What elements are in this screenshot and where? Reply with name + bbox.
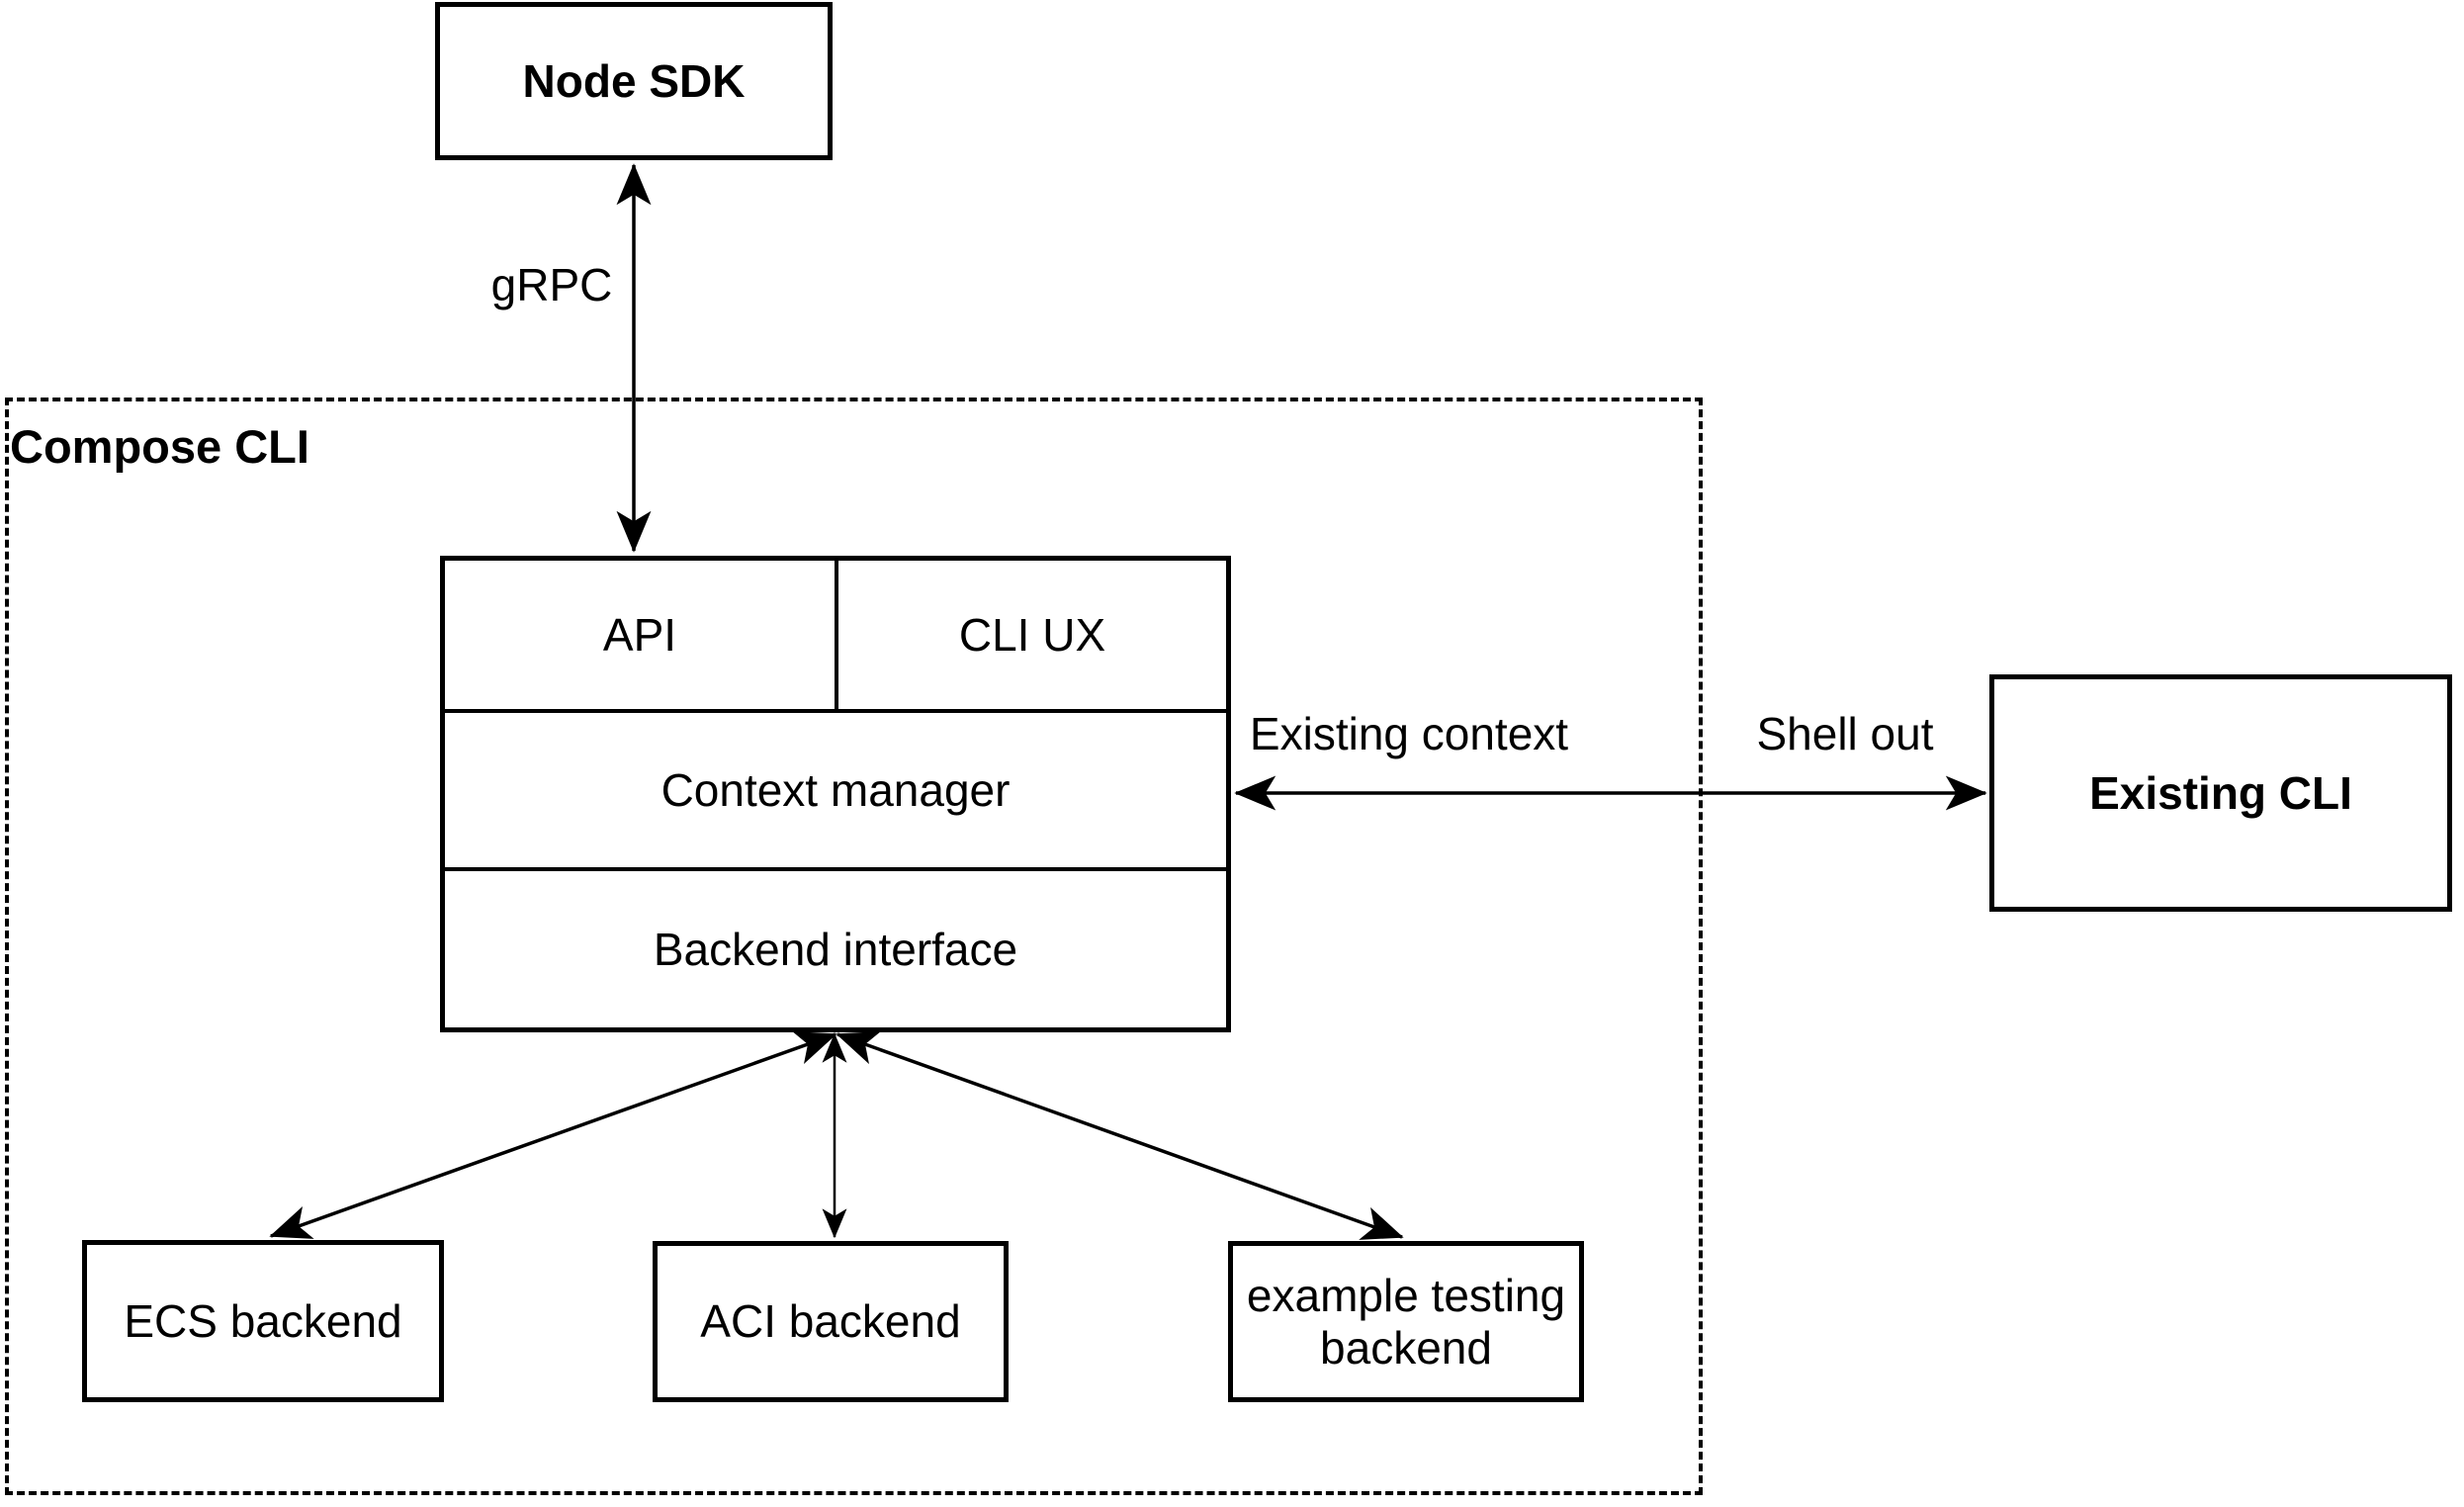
compose-cli-label: Compose CLI xyxy=(10,420,309,473)
cli-ux-cell: CLI UX xyxy=(838,561,1226,709)
node-sdk-box: Node SDK xyxy=(435,2,833,160)
compose-cli-container xyxy=(5,398,1703,1495)
existing-context-edge-label: Existing context xyxy=(1245,707,1573,760)
context-manager-label: Context manager xyxy=(660,764,1011,816)
node-sdk-label: Node SDK xyxy=(522,54,746,107)
existing-cli-box: Existing CLI xyxy=(1989,674,2452,912)
backend-interface-cell: Backend interface xyxy=(445,871,1226,1027)
ecs-backend-label: ECS backend xyxy=(124,1294,402,1347)
ecs-backend-box: ECS backend xyxy=(82,1240,444,1402)
context-manager-cell: Context manager xyxy=(445,713,1226,871)
aci-backend-box: ACI backend xyxy=(653,1241,1009,1402)
example-testing-backend-box: example testing backend xyxy=(1228,1241,1584,1402)
api-label: API xyxy=(602,609,677,661)
example-testing-backend-label: example testing backend xyxy=(1246,1269,1566,1374)
aci-backend-label: ACI backend xyxy=(700,1295,961,1348)
api-cell: API xyxy=(445,561,838,709)
grpc-edge-label: gRPC xyxy=(486,258,617,311)
shell-out-edge-label: Shell out xyxy=(1752,707,1938,760)
cli-stack-top-row: API CLI UX xyxy=(445,561,1226,713)
cli-ux-label: CLI UX xyxy=(958,609,1106,661)
cli-stack: API CLI UX Context manager Backend inter… xyxy=(440,556,1231,1032)
backend-interface-label: Backend interface xyxy=(653,924,1018,975)
existing-cli-label: Existing CLI xyxy=(2089,766,2352,819)
